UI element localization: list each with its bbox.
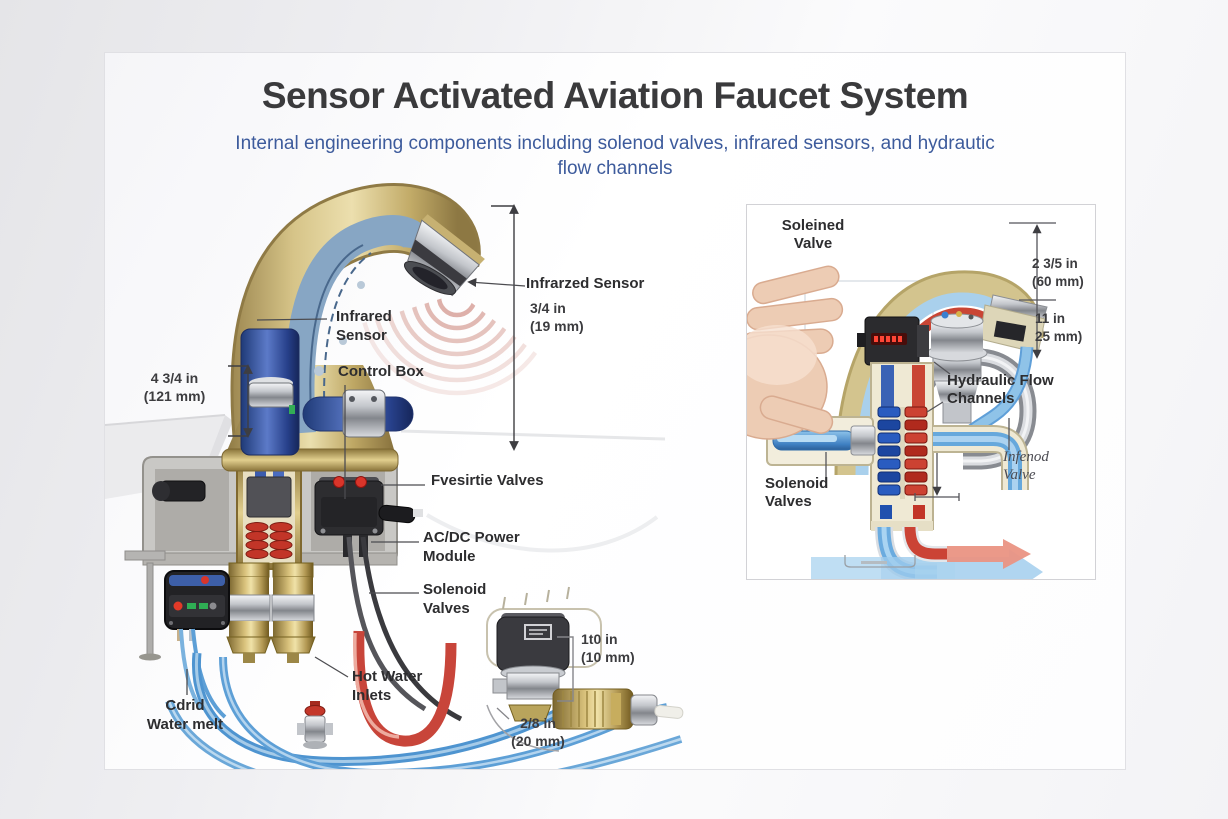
label-inlet-valve-width: 2/8 in (20 mm) bbox=[511, 715, 565, 750]
label-soleined-valve: Soleined Valve bbox=[781, 217, 845, 253]
label-infrared-sensor-body: Infrared Sensor bbox=[336, 308, 392, 344]
label-hot-water-inlets: Hot Water Inlets bbox=[352, 668, 423, 704]
label-inset-spout-dimension: 2 3/5 in (60 mm) bbox=[1032, 256, 1084, 289]
hand-icon bbox=[747, 265, 844, 440]
label-infrared-sensor-spout: Infrarzed Sensor bbox=[526, 275, 645, 292]
main-diagram-illustration bbox=[105, 183, 684, 769]
label-solenoid-valves: Solenoid Valves bbox=[423, 581, 487, 617]
mixing-chamber bbox=[236, 451, 302, 570]
inset-solenoid-stack bbox=[926, 311, 988, 424]
label-spout-dimension: 3/4 in (19 mm) bbox=[530, 300, 584, 335]
page-subtitle: Internal engineering components includin… bbox=[235, 133, 995, 180]
cutaway-internals bbox=[284, 215, 434, 434]
hot-water-tube bbox=[353, 630, 457, 747]
label-inlet-valve-height: 1t0 in (10 mm) bbox=[581, 631, 635, 666]
valve-springs bbox=[245, 522, 293, 559]
label-fvesirtie-valves: Fvesirtie Valves bbox=[431, 472, 544, 489]
label-control-box: Control Box bbox=[338, 363, 424, 380]
solenoid-valves bbox=[226, 562, 316, 663]
inline-inlet-fitting bbox=[297, 701, 333, 749]
inset-valve-body bbox=[870, 362, 934, 531]
inset-sensor-box bbox=[857, 316, 929, 366]
acdc-power-module bbox=[164, 570, 230, 641]
label-inset-reach-dimension: 11 in 25 mm) bbox=[1035, 311, 1083, 344]
label-hydraulic-flow-channels: Hydraulic Flow Channels bbox=[947, 372, 1054, 408]
label-body-height-dimension: 4 3/4 in (121 mm) bbox=[143, 370, 206, 405]
inlet-valve-assembly bbox=[486, 586, 684, 730]
page-title: Sensor Activated Aviation Faucet System bbox=[261, 75, 969, 116]
label-acdc-power-module: AC/DC Power Module bbox=[423, 529, 520, 565]
infrared-sensor-cartridge bbox=[240, 328, 414, 456]
inset-dimension-lines bbox=[825, 222, 1056, 568]
spout-head bbox=[403, 214, 485, 297]
inset-panel: Soleined Valve 2 3/5 in (60 mm) 11 in 25… bbox=[746, 204, 1096, 580]
leader-lines bbox=[186, 277, 526, 720]
label-inset-solenoid-valves: Solenoid Valves bbox=[765, 475, 829, 511]
dimension-lines bbox=[228, 204, 574, 752]
bracket-marks bbox=[861, 561, 887, 564]
label-infenod-valve: Infenod Valve bbox=[1003, 449, 1049, 483]
diagram-card: Sensor Activated Aviation Faucet System … bbox=[104, 52, 1126, 770]
inset-flow-arrows bbox=[811, 526, 1043, 579]
inset-illustration bbox=[747, 222, 1056, 579]
label-cold-water-inlet: Cdrid Water melt bbox=[146, 697, 224, 733]
inset-right-pipe bbox=[933, 425, 1029, 490]
